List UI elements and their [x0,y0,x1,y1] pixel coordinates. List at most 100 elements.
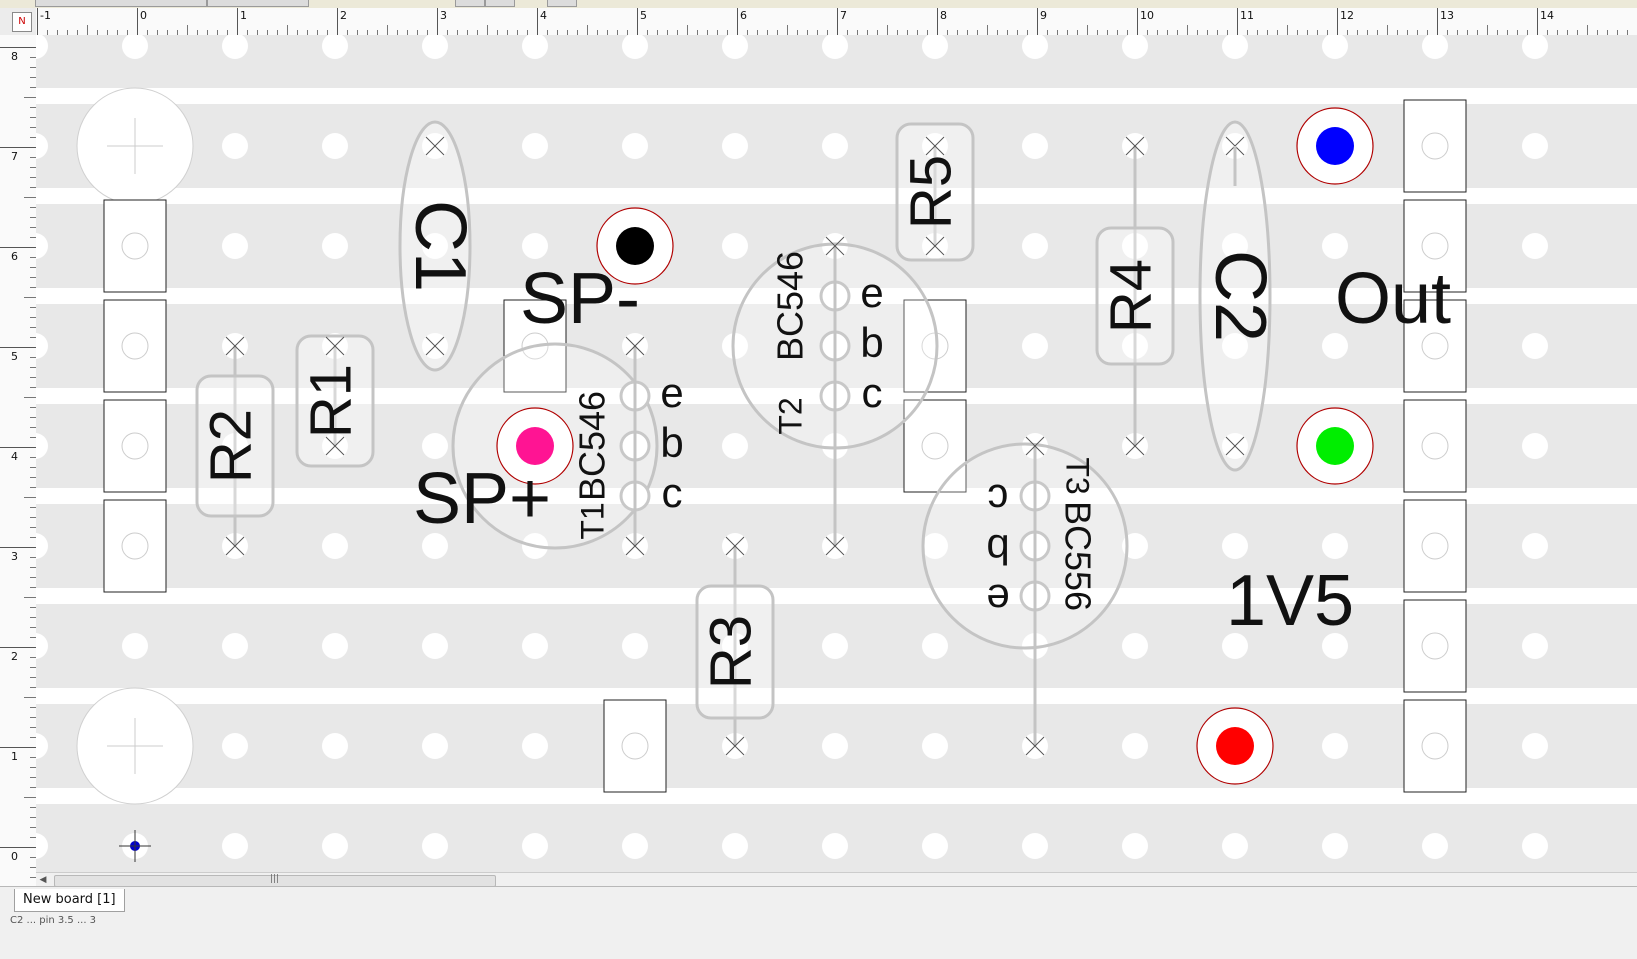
hole[interactable] [822,733,848,759]
hole[interactable] [36,533,48,559]
hole[interactable] [222,733,248,759]
hole[interactable] [722,35,748,59]
hole[interactable] [922,833,948,859]
hole[interactable] [1522,35,1548,59]
hole[interactable] [622,35,648,59]
sp-minus-wire[interactable] [616,227,654,265]
hole[interactable] [422,35,448,59]
scroll-left-arrow-icon[interactable]: ◀ [39,875,47,885]
hole[interactable] [1122,35,1148,59]
hole[interactable] [222,233,248,259]
hole[interactable] [522,633,548,659]
hole[interactable] [36,133,48,159]
hole[interactable] [1522,733,1548,759]
hole[interactable] [1122,833,1148,859]
hole[interactable] [922,733,948,759]
sp-plus-wire[interactable] [516,427,554,465]
hole[interactable] [1322,833,1348,859]
hole[interactable] [422,833,448,859]
hole[interactable] [1522,233,1548,259]
hole[interactable] [36,833,48,859]
origin-button[interactable]: N [12,12,32,32]
hole[interactable] [36,633,48,659]
r3-resistor[interactable] [695,584,775,720]
hole[interactable] [1122,533,1148,559]
board-drawing[interactable]: R2R1R3R4R5C1C2BC546T1ebcBC546T2ebcBC556T… [36,35,1637,917]
hole[interactable] [922,35,948,59]
hole[interactable] [1522,133,1548,159]
hole[interactable] [622,833,648,859]
c1-capacitor[interactable] [398,120,472,372]
hole[interactable] [1322,733,1348,759]
hole[interactable] [1522,533,1548,559]
hole[interactable] [1322,533,1348,559]
r1-resistor[interactable] [295,334,375,468]
hole[interactable] [1322,633,1348,659]
hole[interactable] [1222,633,1248,659]
hole[interactable] [722,833,748,859]
hole[interactable] [822,35,848,59]
hole[interactable] [322,633,348,659]
hole[interactable] [1222,35,1248,59]
hole[interactable] [322,35,348,59]
hole[interactable] [36,733,48,759]
hole[interactable] [222,133,248,159]
hole[interactable] [1022,133,1048,159]
hole[interactable] [1422,833,1448,859]
supply-wire[interactable] [1216,727,1254,765]
hole[interactable] [36,433,48,459]
hole[interactable] [36,333,48,359]
hole[interactable] [1022,833,1048,859]
hole[interactable] [1222,233,1248,259]
hole[interactable] [1522,833,1548,859]
hole[interactable] [1522,633,1548,659]
hole[interactable] [922,633,948,659]
hole[interactable] [1322,35,1348,59]
hole[interactable] [1122,633,1148,659]
toolbar-button[interactable] [35,0,207,7]
hole[interactable] [722,333,748,359]
hole[interactable] [622,633,648,659]
toolbar-button[interactable] [455,0,485,7]
hole[interactable] [422,233,448,259]
hole[interactable] [722,233,748,259]
hole[interactable] [222,633,248,659]
hole[interactable] [522,233,548,259]
hole[interactable] [1522,333,1548,359]
tab-new-board[interactable]: New board [1] [14,889,125,912]
hole[interactable] [1222,333,1248,359]
hole[interactable] [822,633,848,659]
horizontal-scrollbar[interactable]: ◀ ||| [36,872,1637,887]
hole[interactable] [622,133,648,159]
hole[interactable] [322,833,348,859]
hole[interactable] [122,35,148,59]
hole[interactable] [522,833,548,859]
hole[interactable] [722,433,748,459]
hole[interactable] [322,233,348,259]
out-bottom-wire[interactable] [1316,427,1354,465]
hole[interactable] [222,833,248,859]
hole[interactable] [122,633,148,659]
hole[interactable] [222,35,248,59]
hole[interactable] [1022,35,1048,59]
hole[interactable] [322,533,348,559]
hole[interactable] [1322,233,1348,259]
hole[interactable] [1222,533,1248,559]
hole[interactable] [522,733,548,759]
hole[interactable] [1022,333,1048,359]
toolbar-button[interactable] [485,0,515,7]
r2-resistor[interactable] [195,374,275,518]
hole[interactable] [722,133,748,159]
hole[interactable] [1322,333,1348,359]
hole[interactable] [36,35,48,59]
hole[interactable] [36,233,48,259]
hole[interactable] [522,35,548,59]
hole[interactable] [1122,733,1148,759]
hole[interactable] [822,833,848,859]
out-top-wire[interactable] [1316,127,1354,165]
r4-resistor[interactable] [1095,226,1175,366]
toolbar-button[interactable] [207,0,309,7]
hole[interactable] [422,733,448,759]
hole[interactable] [422,633,448,659]
